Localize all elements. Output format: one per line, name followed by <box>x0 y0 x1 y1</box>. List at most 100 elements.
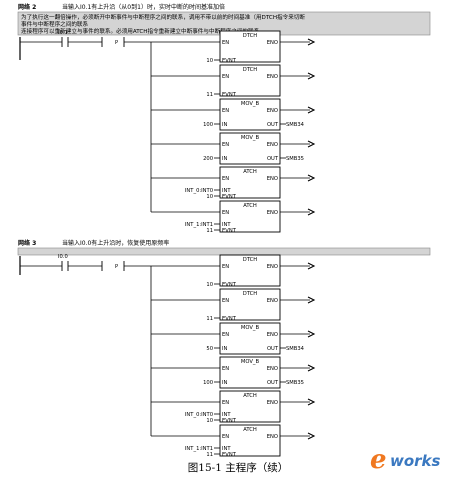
param-evnt-value: 11 <box>206 316 213 322</box>
block-title: DTCH <box>243 291 257 297</box>
network-3-comment-box <box>17 247 431 256</box>
param-int-value: INT_1:INT1 <box>185 446 213 452</box>
pin-evnt: EVNT <box>222 452 237 458</box>
network-2-comment-line-1: 为了执行这一翻倍操作，必须断开中断事件与中断程序之间的联系，调用不带以前的时间基… <box>21 13 305 21</box>
coil-arrow-icon <box>307 106 316 114</box>
block-title: DTCH <box>243 257 257 263</box>
pin-en: EN <box>222 298 229 304</box>
pin-evnt: EVNT <box>222 316 237 322</box>
coil-arrow-icon <box>307 174 316 182</box>
pin-evnt: EVNT <box>222 194 237 200</box>
param-evnt-value: 10 <box>206 418 213 424</box>
coil-arrow-icon <box>307 432 316 440</box>
block-box <box>219 200 281 233</box>
block-box <box>219 132 281 165</box>
pin-en: EN <box>222 108 229 114</box>
watermark-e-letter: e <box>370 445 387 475</box>
pin-int: INT <box>222 412 231 418</box>
block-title: MOV_B <box>241 359 260 365</box>
coil-arrow-icon <box>307 364 316 372</box>
param-in-value: 50 <box>206 346 213 352</box>
block-title: ATCH <box>243 203 257 209</box>
block-title: MOV_B <box>241 135 260 141</box>
block-box <box>219 98 281 131</box>
pin-evnt: EVNT <box>222 418 237 424</box>
pin-en: EN <box>222 366 229 372</box>
block-title: ATCH <box>243 393 257 399</box>
block-title: ATCH <box>243 169 257 175</box>
network-2-comment-line-2: 事件与中断程序之间的联系 <box>21 20 89 28</box>
pin-eno: ENO <box>267 366 278 372</box>
param-out-value: SMB35 <box>286 380 304 386</box>
network-2-comment-line-3: 连接程序可以重新建立与事件的联系。必须用ATCH指令重新建立中断事件与中断程序之… <box>21 27 260 35</box>
pin-en: EN <box>222 142 229 148</box>
pin-in: IN <box>222 156 228 162</box>
param-int-value: INT_1:INT1 <box>185 222 213 228</box>
param-evnt-value: 11 <box>206 452 213 458</box>
param-out-value: SMB35 <box>286 156 304 162</box>
pin-out: OUT <box>267 346 279 352</box>
pin-eno: ENO <box>267 108 278 114</box>
pin-in: IN <box>222 122 228 128</box>
pin-en: EN <box>222 332 229 338</box>
param-evnt-value: 10 <box>206 194 213 200</box>
network-2: 网络 2 当输入I0.1有上升沿（从0到1）时，实时中断的时间基准加倍 为了执行… <box>17 3 431 234</box>
network-3-title: 当输入I0.0有上升沿时，恢复使用原频率 <box>62 239 169 247</box>
pin-en: EN <box>222 74 229 80</box>
coil-arrow-icon <box>307 38 316 46</box>
coil-arrow-icon <box>307 398 316 406</box>
network-3-p-label: P <box>115 264 118 270</box>
pin-int: INT <box>222 446 231 452</box>
param-in-value: 200 <box>203 156 213 162</box>
pin-in: IN <box>222 380 228 386</box>
pin-int: INT <box>222 222 231 228</box>
coil-arrow-icon <box>307 262 316 270</box>
watermark-works-text: works <box>390 452 441 470</box>
pin-eno: ENO <box>267 434 278 440</box>
pin-en: EN <box>222 264 229 270</box>
pin-out: OUT <box>267 122 279 128</box>
network-2-main-rung: I0.1 P <box>20 30 151 47</box>
coil-arrow-icon <box>307 208 316 216</box>
network-2-p-label: P <box>115 40 118 46</box>
pin-eno: ENO <box>267 332 278 338</box>
block-box <box>219 30 281 63</box>
param-in-value: 100 <box>203 380 213 386</box>
pin-eno: ENO <box>267 264 278 270</box>
pin-en: EN <box>222 210 229 216</box>
block-title: DTCH <box>243 67 257 73</box>
pin-eno: ENO <box>267 298 278 304</box>
block-box <box>219 424 281 457</box>
pin-en: EN <box>222 40 229 46</box>
coil-arrow-icon <box>307 296 316 304</box>
pin-eno: ENO <box>267 210 278 216</box>
block-box <box>219 64 281 97</box>
block-box <box>219 288 281 321</box>
pin-evnt: EVNT <box>222 228 237 234</box>
pin-en: EN <box>222 176 229 182</box>
block-title: MOV_B <box>241 101 260 107</box>
pin-eno: ENO <box>267 176 278 182</box>
param-int-value: INT_0:INT0 <box>185 412 213 418</box>
pin-evnt: EVNT <box>222 92 237 98</box>
block-box <box>219 390 281 423</box>
pin-en: EN <box>222 400 229 406</box>
param-out-value: SMB34 <box>286 122 305 128</box>
pin-out: OUT <box>267 156 279 162</box>
pin-eno: ENO <box>267 40 278 46</box>
param-out-value: SMB34 <box>286 346 305 352</box>
network-3-main-rung: I0.0 P <box>20 254 151 271</box>
block-box <box>219 356 281 389</box>
